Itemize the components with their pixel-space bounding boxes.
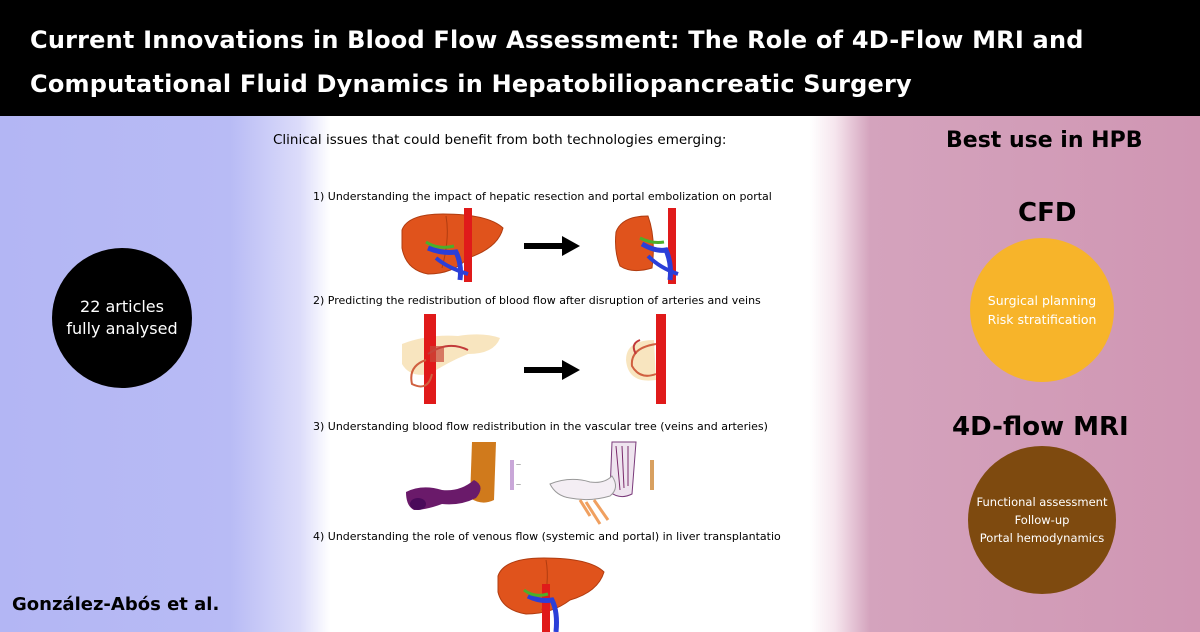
best-use-heading: Best use in HPB: [946, 128, 1143, 153]
pancreas-vessels-after-illustration: [626, 314, 666, 404]
vascular-tree-cfd-illustration: — —: [406, 442, 521, 510]
pancreas-vessels-before-illustration: [402, 314, 500, 404]
mri-title: 4D-flow MRI: [952, 412, 1129, 442]
title-line-2: Computational Fluid Dynamics in Hepatobi…: [30, 70, 912, 98]
issue-2: 2) Predicting the redistribution of bloo…: [313, 294, 761, 307]
issue-4: 4) Understanding the role of venous flow…: [313, 530, 781, 543]
center-heading: Clinical issues that could benefit from …: [273, 132, 727, 148]
vascular-tree-mri-illustration: [549, 441, 654, 525]
mri-use-1: Functional assessment: [976, 495, 1108, 509]
svg-text:—: —: [516, 462, 521, 468]
liver-transplant-illustration: [497, 557, 605, 632]
cfd-title: CFD: [1018, 198, 1077, 228]
svg-text:—: —: [516, 482, 521, 488]
liver-after-resection-illustration: [615, 208, 679, 284]
articles-count-circle: 22 articles fully analysed: [52, 248, 192, 388]
issue-3: 3) Understanding blood flow redistributi…: [313, 420, 768, 433]
mri-use-2: Follow-up: [1014, 513, 1070, 527]
authors-credit: González-Abós et al.: [12, 594, 220, 615]
cfd-use-2: Risk stratification: [987, 312, 1097, 327]
mri-uses-circle: Functional assessment Follow-up Portal h…: [968, 446, 1116, 594]
arrow-right-icon: [524, 360, 580, 380]
liver-before-resection-illustration: [401, 208, 504, 282]
cfd-uses-circle: Surgical planning Risk stratification: [970, 238, 1114, 382]
title-line-1: Current Innovations in Blood Flow Assess…: [30, 26, 1084, 54]
cfd-use-1: Surgical planning: [987, 293, 1097, 308]
mri-use-3: Portal hemodynamics: [979, 531, 1105, 545]
arrow-right-icon: [524, 236, 580, 256]
header-banner: Current Innovations in Blood Flow Assess…: [0, 0, 1200, 116]
articles-line-2: fully analysed: [66, 319, 178, 338]
articles-line-1: 22 articles: [80, 297, 164, 316]
issue-1: 1) Understanding the impact of hepatic r…: [313, 190, 772, 203]
